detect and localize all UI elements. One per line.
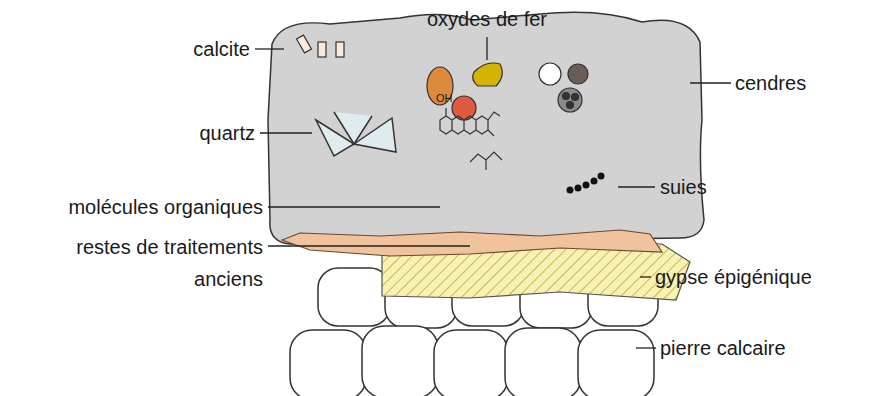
part-label: quartz xyxy=(130,118,255,148)
iron-oxides xyxy=(427,63,502,120)
soot-chain xyxy=(567,173,605,194)
leader-lines xyxy=(255,37,731,348)
part-label: restes de traitements anciens xyxy=(48,231,263,295)
part-label: gypse épigénique xyxy=(655,262,883,292)
part-label: pierre calcaire xyxy=(660,333,882,363)
part-label: oxydes de fer xyxy=(417,4,557,34)
calcite-grains xyxy=(297,35,344,57)
part-label: suies xyxy=(660,172,760,202)
ash-particles xyxy=(539,63,588,112)
part-label: molécules organiques xyxy=(0,192,263,222)
part-label: cendres xyxy=(735,68,875,98)
part-label: calcite xyxy=(130,34,250,64)
crust xyxy=(268,12,704,244)
organic-molecules xyxy=(440,108,502,170)
hydroxyl-label: OH xyxy=(436,92,466,104)
old-treatment-layer xyxy=(282,230,662,256)
quartz-crystals xyxy=(316,112,396,156)
